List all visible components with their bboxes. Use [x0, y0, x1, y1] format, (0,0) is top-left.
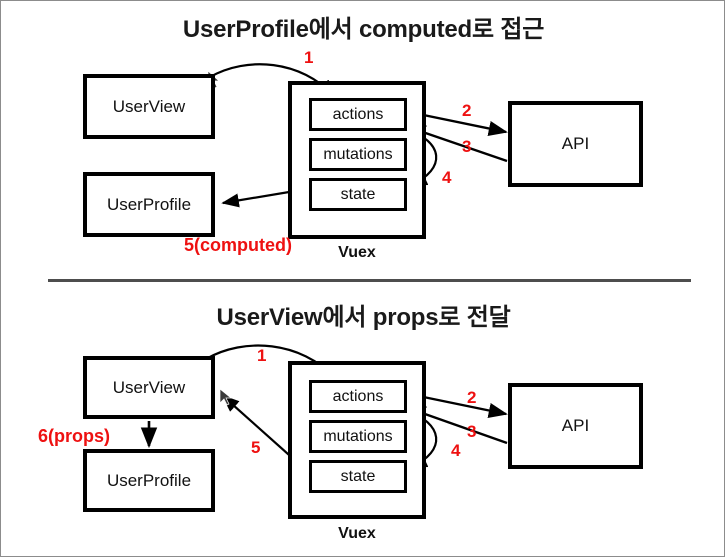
diagram1-title: UserProfile에서 computed로 접근: [182, 16, 545, 43]
d2-box-userprofile[interactable]: UserProfile: [83, 449, 215, 512]
d2-box-userprofile-label: UserProfile: [106, 470, 192, 490]
d1-box-userprofile-label: UserProfile: [106, 194, 192, 214]
d1-box-api[interactable]: API: [508, 101, 643, 187]
d2-label-step4: 4: [451, 441, 461, 460]
d1-label-step3: 3: [462, 137, 472, 156]
d1-box-mutations-label: mutations: [323, 145, 393, 163]
d2-box-actions-label: actions: [332, 387, 384, 405]
d2-label-step3: 3: [467, 422, 477, 441]
d1-vuex-caption: Vuex: [338, 244, 376, 261]
d2-box-api[interactable]: API: [508, 383, 643, 469]
d2-label-step5: 5: [251, 438, 261, 457]
d1-box-actions-label: actions: [332, 105, 384, 123]
d2-box-mutations-label: mutations: [323, 427, 393, 445]
d1-box-userprofile[interactable]: UserProfile: [83, 172, 215, 237]
d1-label-step2: 2: [462, 101, 472, 120]
d2-box-userview[interactable]: UserView: [83, 356, 215, 419]
mouse-cursor-icon-2: [219, 388, 232, 406]
d2-box-mutations[interactable]: mutations: [309, 420, 407, 453]
d2-vuex-caption: Vuex: [338, 525, 376, 542]
d2-label-step6: 6(props): [38, 426, 110, 446]
d1-box-state-label: state: [340, 185, 376, 203]
d2-label-step2: 2: [467, 388, 477, 407]
d1-label-step1: 1: [304, 48, 314, 67]
d1-box-api-label: API: [561, 134, 590, 153]
diagram2-title: UserView에서 props로 전달: [216, 304, 511, 331]
d1-label-step4: 4: [442, 168, 452, 187]
d1-box-userview[interactable]: UserView: [83, 74, 215, 139]
d1-box-state[interactable]: state: [309, 178, 407, 211]
section-divider: [48, 279, 691, 282]
d2-box-userview-label: UserView: [112, 377, 186, 397]
d2-box-state[interactable]: state: [309, 460, 407, 493]
d1-box-actions[interactable]: actions: [309, 98, 407, 131]
d2-box-actions[interactable]: actions: [309, 380, 407, 413]
d1-box-mutations[interactable]: mutations: [309, 138, 407, 171]
d2-label-step1: 1: [257, 346, 267, 365]
d2-box-state-label: state: [340, 467, 376, 485]
d1-label-step5: 5(computed): [184, 235, 292, 255]
d2-box-api-label: API: [561, 416, 590, 435]
d1-box-userview-label: UserView: [112, 96, 186, 116]
